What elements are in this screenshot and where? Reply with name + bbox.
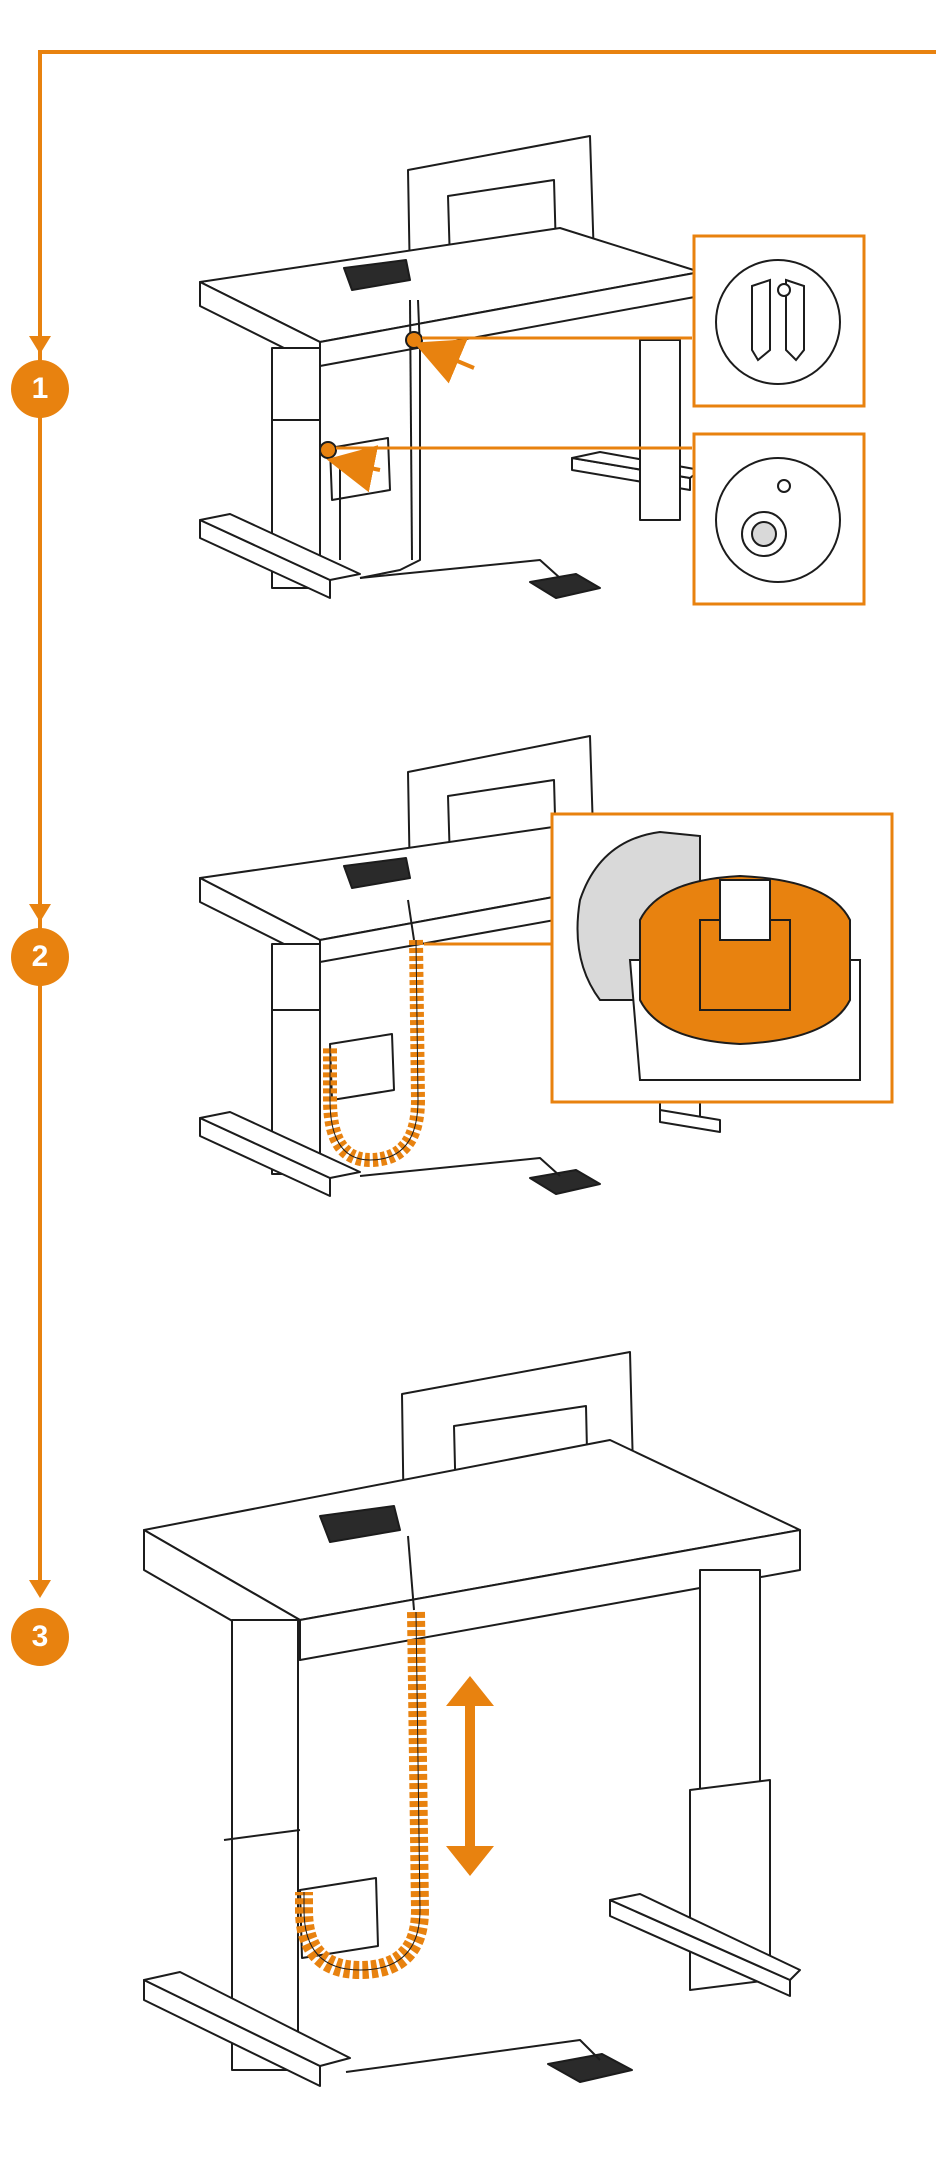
left-leg [231, 1619, 299, 2071]
step-3-label: 3 [31, 1620, 49, 1653]
step2-detail [550, 812, 894, 1104]
step1-detail-bottom [692, 432, 866, 606]
floor-box-icon [547, 2053, 633, 2083]
right-foot [659, 1109, 721, 1133]
step-2-label: 2 [31, 940, 49, 973]
step-1-badge: 1 [11, 360, 69, 418]
timeline-arrowheads [29, 336, 51, 1598]
right-leg [639, 339, 681, 521]
floor-box-icon [529, 573, 601, 599]
cable-clip-icon [319, 441, 337, 459]
timeline [38, 50, 936, 1585]
step3-desk [143, 1351, 801, 2087]
keyboard-icon [343, 857, 411, 889]
timeline-segment-top [38, 50, 936, 340]
cable-clip-icon [405, 331, 423, 349]
timeline-arrow-icon [29, 336, 51, 354]
step1-detail-top [692, 234, 866, 408]
step-2-badge: 2 [11, 928, 69, 986]
step-1-label: 1 [31, 372, 49, 405]
keyboard-icon [343, 259, 411, 291]
keyboard-icon [319, 1505, 401, 1543]
height-adjust-arrow-icon [446, 1676, 494, 1876]
step1-clips [319, 331, 692, 493]
timeline-arrow-icon [29, 1580, 51, 1598]
power-socket-icon [299, 1877, 379, 1959]
step-3-badge: 3 [11, 1608, 69, 1666]
cable-clip-icon [715, 259, 841, 385]
step1-desk [199, 135, 701, 599]
timeline-arrow-icon [29, 904, 51, 922]
power-socket-icon [329, 1033, 395, 1101]
floor-box-icon [529, 1169, 601, 1195]
